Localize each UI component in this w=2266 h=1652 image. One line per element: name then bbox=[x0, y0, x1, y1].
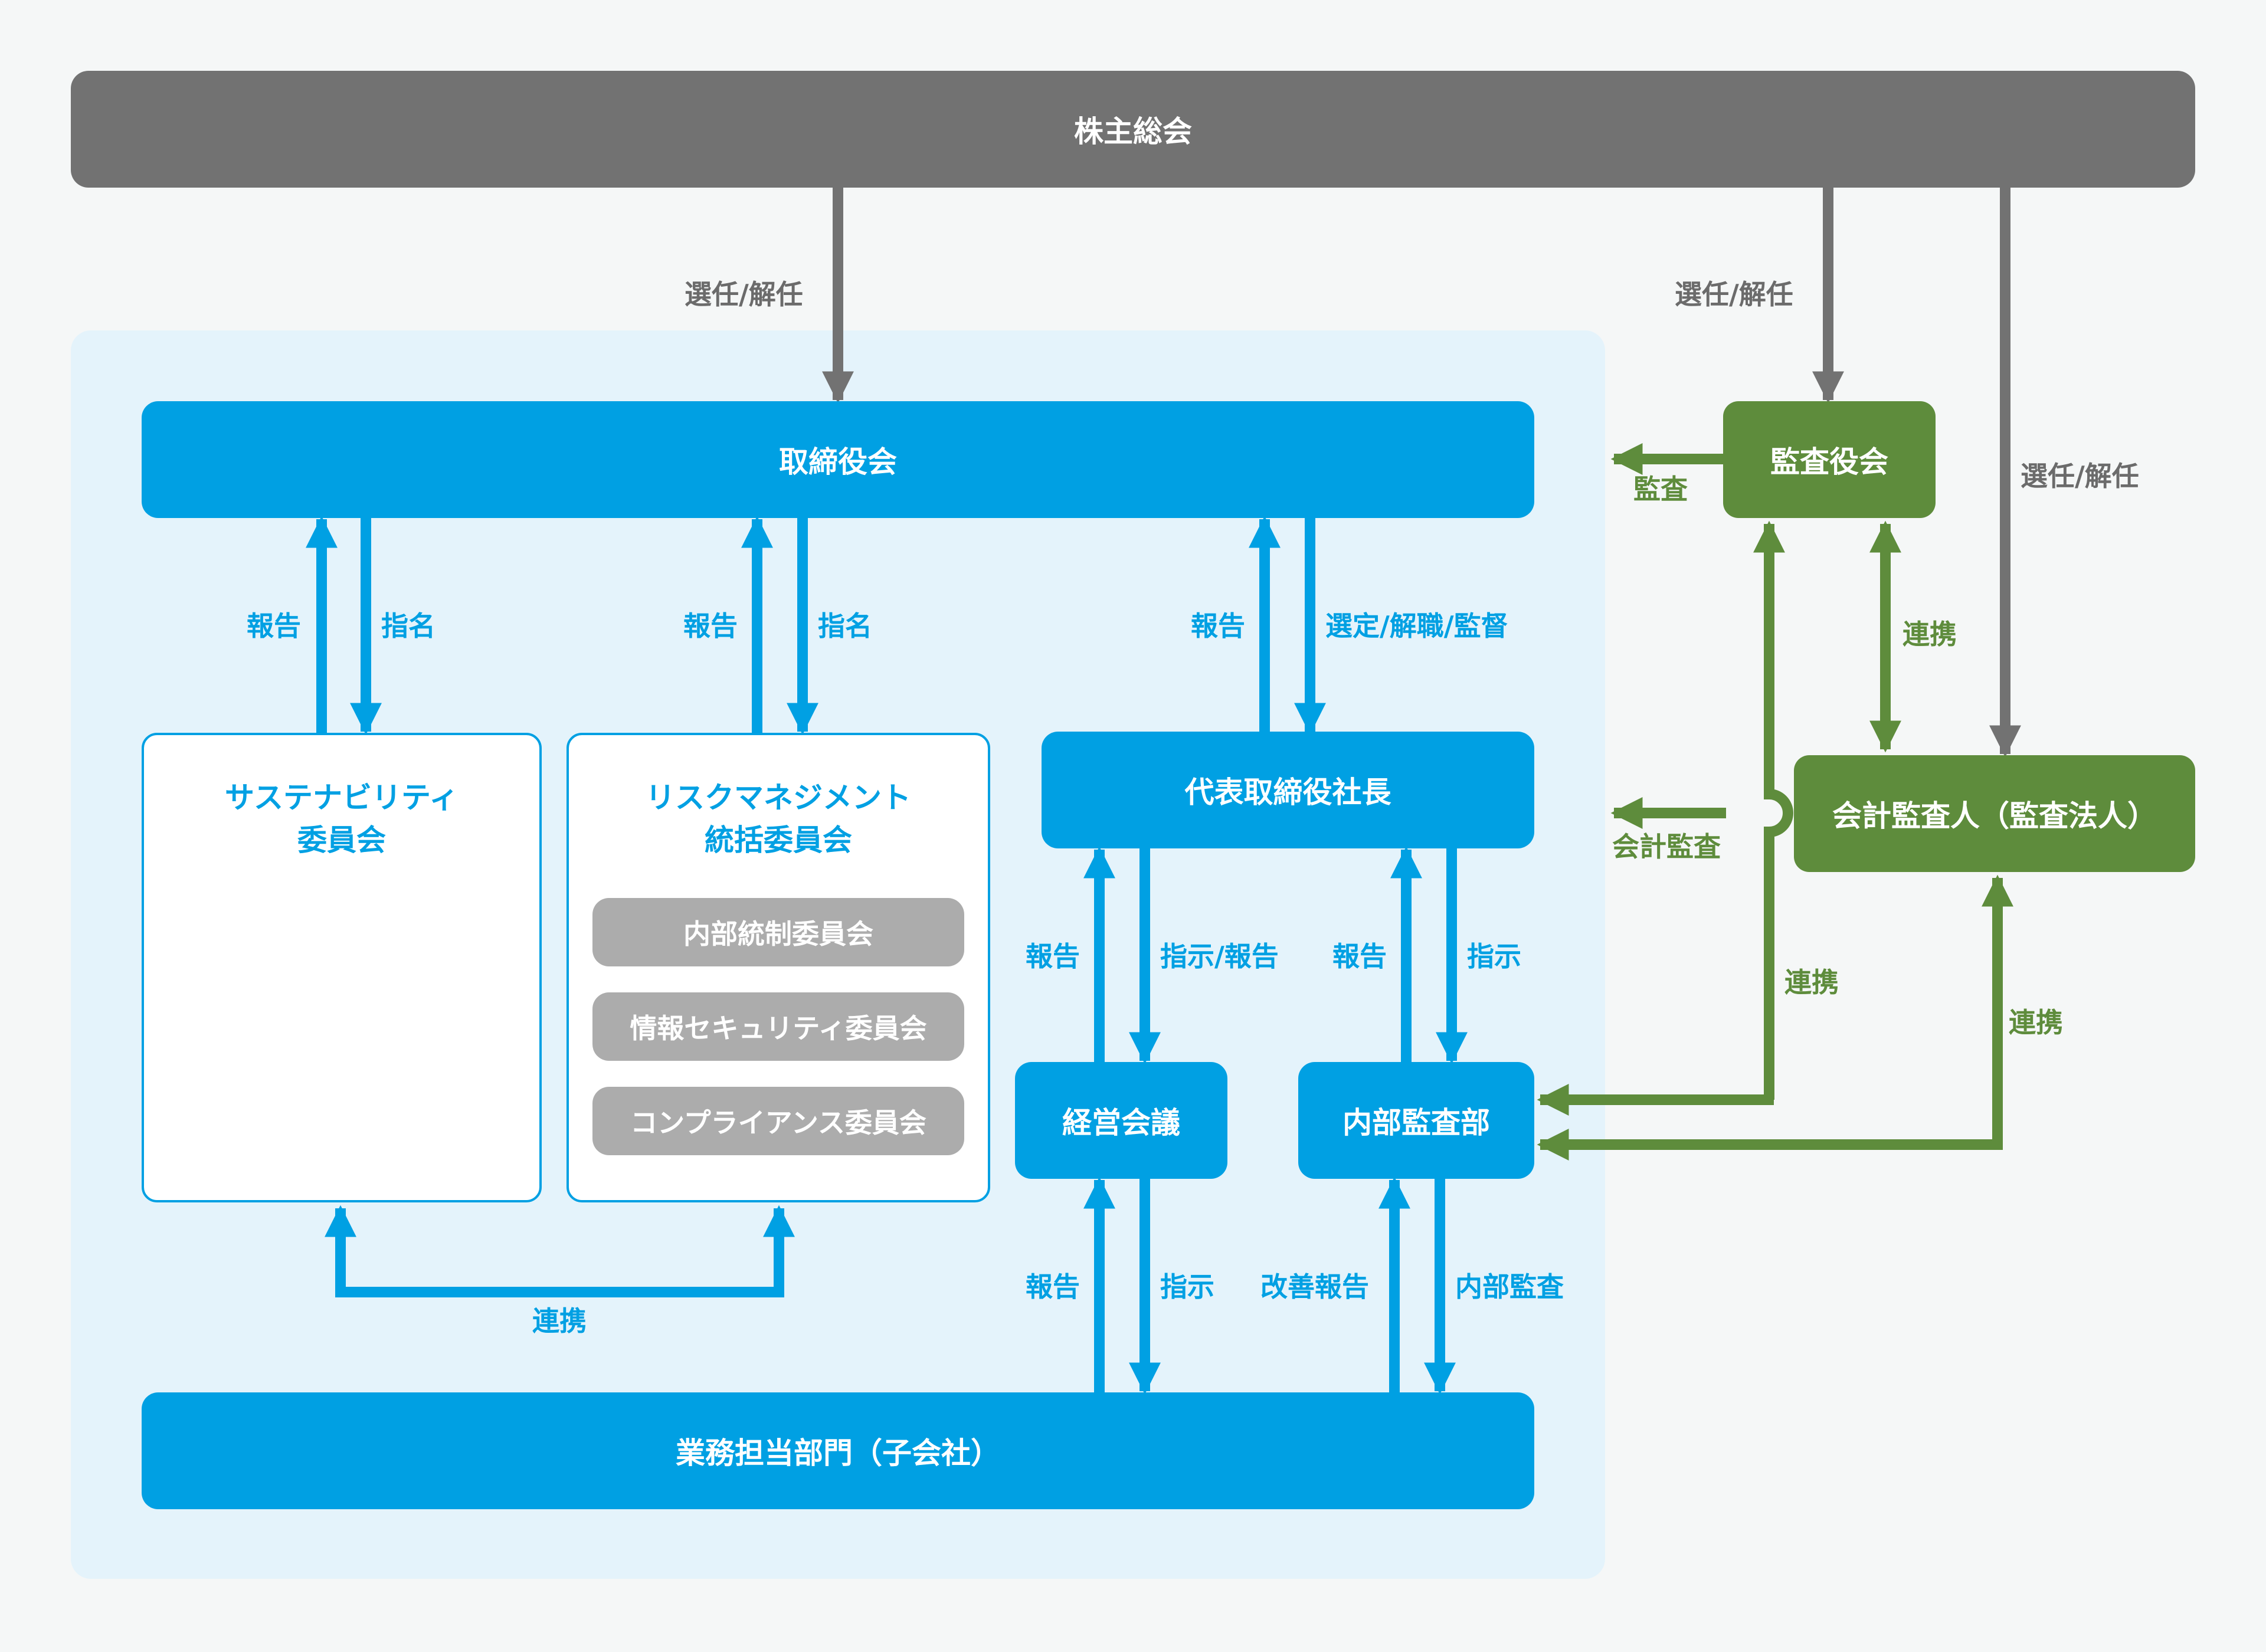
label-appoint-dismiss-accountingauditor: 選任/解任 bbox=[2021, 460, 2139, 492]
label-accounting-audit: 会計監査 bbox=[1612, 831, 1721, 863]
label-cooperation-auditboard-auditor: 連携 bbox=[1902, 618, 1957, 650]
label-report-business: 報告 bbox=[1026, 1271, 1080, 1303]
internal-audit-dept-label: 内部監査部 bbox=[1342, 1106, 1490, 1140]
audit-board-box: 監査役会 bbox=[1723, 401, 1936, 518]
label-internal-audit: 内部監査 bbox=[1455, 1271, 1564, 1303]
accounting-auditor-box: 会計監査人（監査法人） bbox=[1794, 755, 2195, 872]
label-instruct-internalaudit: 指示 bbox=[1467, 940, 1521, 972]
label-appoint-dismiss-board: 選任/解任 bbox=[685, 278, 803, 310]
label-cooperation-committees: 連携 bbox=[532, 1305, 587, 1337]
shareholders-meeting-label: 株主総会 bbox=[1074, 114, 1192, 149]
label-cooperation-auditor-internal: 連携 bbox=[2009, 1007, 2063, 1038]
risk-management-committee-title: リスクマネジメント 統括委員会 bbox=[646, 781, 911, 857]
audit-board-label: 監査役会 bbox=[1770, 445, 1888, 479]
internal-audit-dept-box: 内部監査部 bbox=[1298, 1062, 1534, 1179]
label-appoint-dismiss-auditboard: 選任/解任 bbox=[1675, 278, 1793, 310]
label-report-president: 報告 bbox=[1191, 610, 1245, 642]
business-units-label: 業務担当部門（子会社） bbox=[676, 1436, 1000, 1470]
internal-control-committee: 内部統制委員会 bbox=[592, 898, 964, 966]
label-improvement-report: 改善報告 bbox=[1260, 1271, 1369, 1303]
label-instruct-business: 指示 bbox=[1160, 1271, 1214, 1303]
label-nominate-risk: 指名 bbox=[818, 610, 872, 642]
label-select-dismiss-supervise: 選定/解職/監督 bbox=[1325, 610, 1508, 642]
label-report-mgmt: 報告 bbox=[1026, 940, 1080, 972]
sustainability-committee-box: サステナビリティ 委員会 bbox=[142, 733, 542, 1202]
compliance-committee: コンプライアンス委員会 bbox=[592, 1087, 964, 1155]
label-report-sustainability: 報告 bbox=[247, 610, 301, 642]
president-label: 代表取締役社長 bbox=[1184, 775, 1391, 809]
label-report-risk: 報告 bbox=[683, 610, 738, 642]
label-instruct-report-mgmt: 指示/報告 bbox=[1160, 940, 1279, 972]
board-of-directors-label: 取締役会 bbox=[779, 445, 897, 479]
label-audit: 監査 bbox=[1633, 473, 1688, 505]
president-box: 代表取締役社長 bbox=[1042, 732, 1534, 848]
information-security-committee: 情報セキュリティ委員会 bbox=[592, 992, 964, 1061]
risk-management-committee-box: リスクマネジメント 統括委員会 内部統制委員会 情報セキュリティ委員会 コンプラ… bbox=[566, 733, 990, 1202]
label-cooperation-auditboard-internal: 連携 bbox=[1784, 966, 1839, 998]
board-of-directors-box: 取締役会 bbox=[142, 401, 1534, 518]
business-units-box: 業務担当部門（子会社） bbox=[142, 1392, 1534, 1509]
shareholders-meeting-box: 株主総会 bbox=[71, 71, 2195, 188]
management-meeting-box: 経営会議 bbox=[1015, 1062, 1227, 1179]
sustainability-committee-title: サステナビリティ 委員会 bbox=[225, 781, 459, 857]
arrow-auditboard-internalaudit bbox=[1764, 524, 1793, 1100]
accounting-auditor-label: 会計監査人（監査法人） bbox=[1832, 799, 2157, 833]
label-nominate-sustainability: 指名 bbox=[381, 610, 435, 642]
label-report-internalaudit: 報告 bbox=[1332, 940, 1387, 972]
management-meeting-label: 経営会議 bbox=[1062, 1106, 1180, 1140]
